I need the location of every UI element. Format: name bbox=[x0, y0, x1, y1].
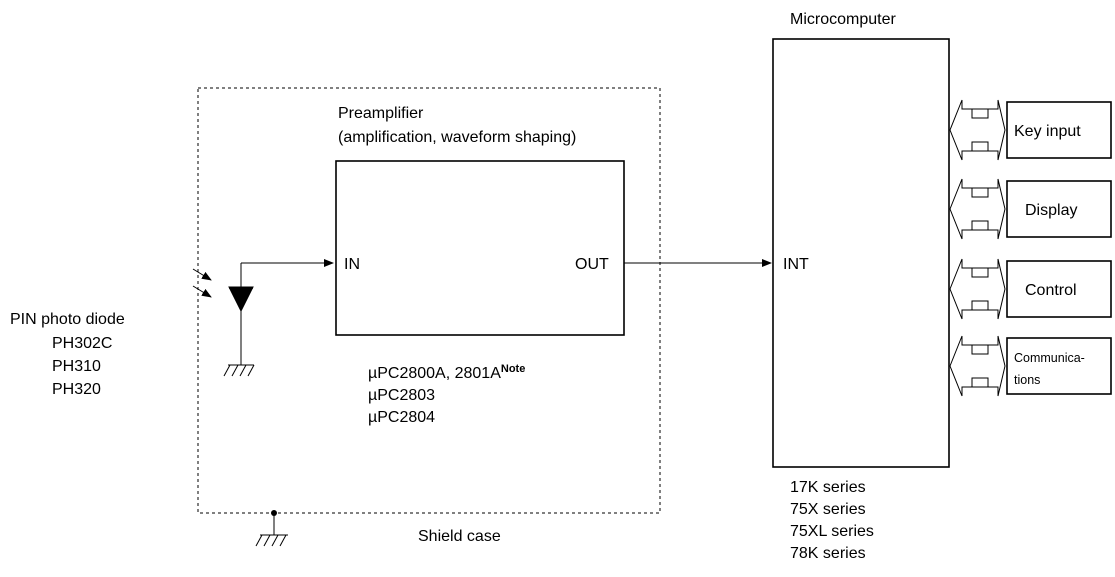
bus-arrow-key-input-icon bbox=[949, 99, 1006, 161]
photodiode-ground-icon bbox=[223, 364, 255, 377]
shield-ground-icon bbox=[255, 510, 288, 547]
communications-label-line1: Communica- bbox=[1014, 351, 1085, 365]
microcomputer-int-label: INT bbox=[783, 256, 809, 273]
display-label: Display bbox=[1025, 202, 1077, 219]
preamplifier-in-label: IN bbox=[344, 256, 360, 273]
control-label: Control bbox=[1025, 282, 1077, 299]
preamp-part-3: µPC2804 bbox=[368, 409, 435, 426]
microcomputer-title: Microcomputer bbox=[790, 11, 896, 28]
communications-label-line2: tions bbox=[1014, 373, 1040, 387]
control-box bbox=[1006, 260, 1112, 318]
microcomputer-box bbox=[772, 38, 950, 468]
shield-case-outline bbox=[197, 87, 661, 514]
preamplifier-out-label: OUT bbox=[575, 256, 609, 273]
photodiode-part-2: PH310 bbox=[52, 358, 101, 375]
photodiode-part-1: PH302C bbox=[52, 335, 112, 352]
photodiode-title: PIN photo diode bbox=[10, 311, 125, 328]
preamp-part-1: µPC2800A, 2801ANote bbox=[368, 363, 525, 382]
preamplifier-subtitle: (amplification, waveform shaping) bbox=[338, 129, 576, 146]
preamplifier-title: Preamplifier bbox=[338, 105, 424, 122]
shield-case-label: Shield case bbox=[418, 528, 501, 545]
photodiode-symbol-icon bbox=[228, 263, 254, 365]
communications-box bbox=[1006, 337, 1112, 395]
series-3: 75XL series bbox=[790, 523, 874, 540]
preamp-part-2: µPC2803 bbox=[368, 387, 435, 404]
light-rays-icon bbox=[192, 268, 212, 298]
photodiode-part-3: PH320 bbox=[52, 381, 101, 398]
bus-arrow-communications-icon bbox=[949, 335, 1006, 397]
bus-arrow-display-icon bbox=[949, 178, 1006, 240]
series-1: 17K series bbox=[790, 479, 866, 496]
key-input-label: Key input bbox=[1014, 123, 1081, 140]
series-4: 78K series bbox=[790, 545, 866, 562]
preamplifier-box bbox=[335, 160, 625, 336]
bus-arrow-control-icon bbox=[949, 258, 1006, 320]
series-2: 75X series bbox=[790, 501, 866, 518]
key-input-box bbox=[1006, 101, 1112, 159]
display-box bbox=[1006, 180, 1112, 238]
